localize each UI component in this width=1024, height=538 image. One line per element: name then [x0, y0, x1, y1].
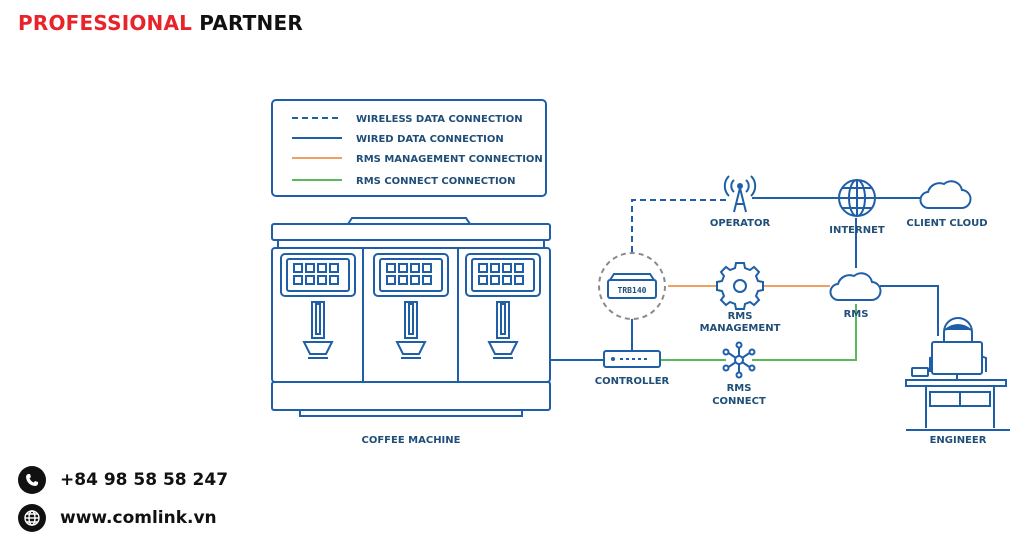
legend-label-rms-management: RMS MANAGEMENT CONNECTION: [356, 154, 543, 165]
hub-icon: [722, 341, 756, 379]
trb140-device-icon: [607, 273, 657, 299]
contact-phone-row: +84 98 58 58 247: [18, 466, 228, 494]
coffee-machine-icon: [271, 217, 551, 417]
rms-management-label-line1: RMS: [728, 311, 753, 322]
rms-cloud-icon: [829, 272, 882, 302]
brand-title: PROFESSIONAL PARTNER: [18, 11, 303, 35]
legend: WIRELESS DATA CONNECTION WIRED DATA CONN…: [271, 99, 547, 197]
operator-label: OPERATOR: [710, 218, 771, 229]
connections: [550, 197, 939, 361]
coffee-machine-label: COFFEE MACHINE: [362, 435, 461, 446]
rms-label: RMS: [844, 309, 869, 320]
globe-web-icon: [18, 504, 46, 532]
rms-connect-label-line2: CONNECT: [712, 396, 766, 407]
connection-trb140-operator: [631, 199, 728, 252]
engineer-label: ENGINEER: [930, 435, 987, 446]
legend-box: [271, 99, 547, 197]
legend-label-rms-connect: RMS CONNECT CONNECTION: [356, 176, 516, 187]
rms-connect-label-line1: RMS: [727, 383, 752, 394]
phone-icon: [18, 466, 46, 494]
client-cloud-label: CLIENT CLOUD: [906, 218, 987, 229]
controller-label: CONTROLLER: [595, 376, 670, 387]
contact-website-row: www.comlink.vn: [18, 504, 217, 532]
controller-icon: [603, 350, 661, 368]
legend-label-wired: WIRED DATA CONNECTION: [356, 134, 504, 145]
globe-icon: [838, 179, 876, 217]
brand-primary: PROFESSIONAL: [18, 11, 193, 35]
connection-rms-engineer: [880, 285, 939, 336]
legend-label-wireless: WIRELESS DATA CONNECTION: [356, 114, 523, 125]
internet-label: INTERNET: [829, 225, 885, 236]
rms-management-label-line2: MANAGEMENT: [700, 323, 781, 334]
connection-rms-connect-rms: [752, 304, 857, 361]
cell-tower-icon: [723, 175, 757, 213]
engineer-icon: [905, 317, 1010, 431]
brand-secondary: PARTNER: [199, 11, 303, 35]
gear-icon: [716, 262, 764, 310]
trb140-label: TRB140: [618, 286, 647, 295]
contact-phone: +84 98 58 58 247: [60, 470, 229, 490]
client-cloud-icon: [919, 180, 972, 210]
contact-website[interactable]: www.comlink.vn: [60, 508, 217, 528]
